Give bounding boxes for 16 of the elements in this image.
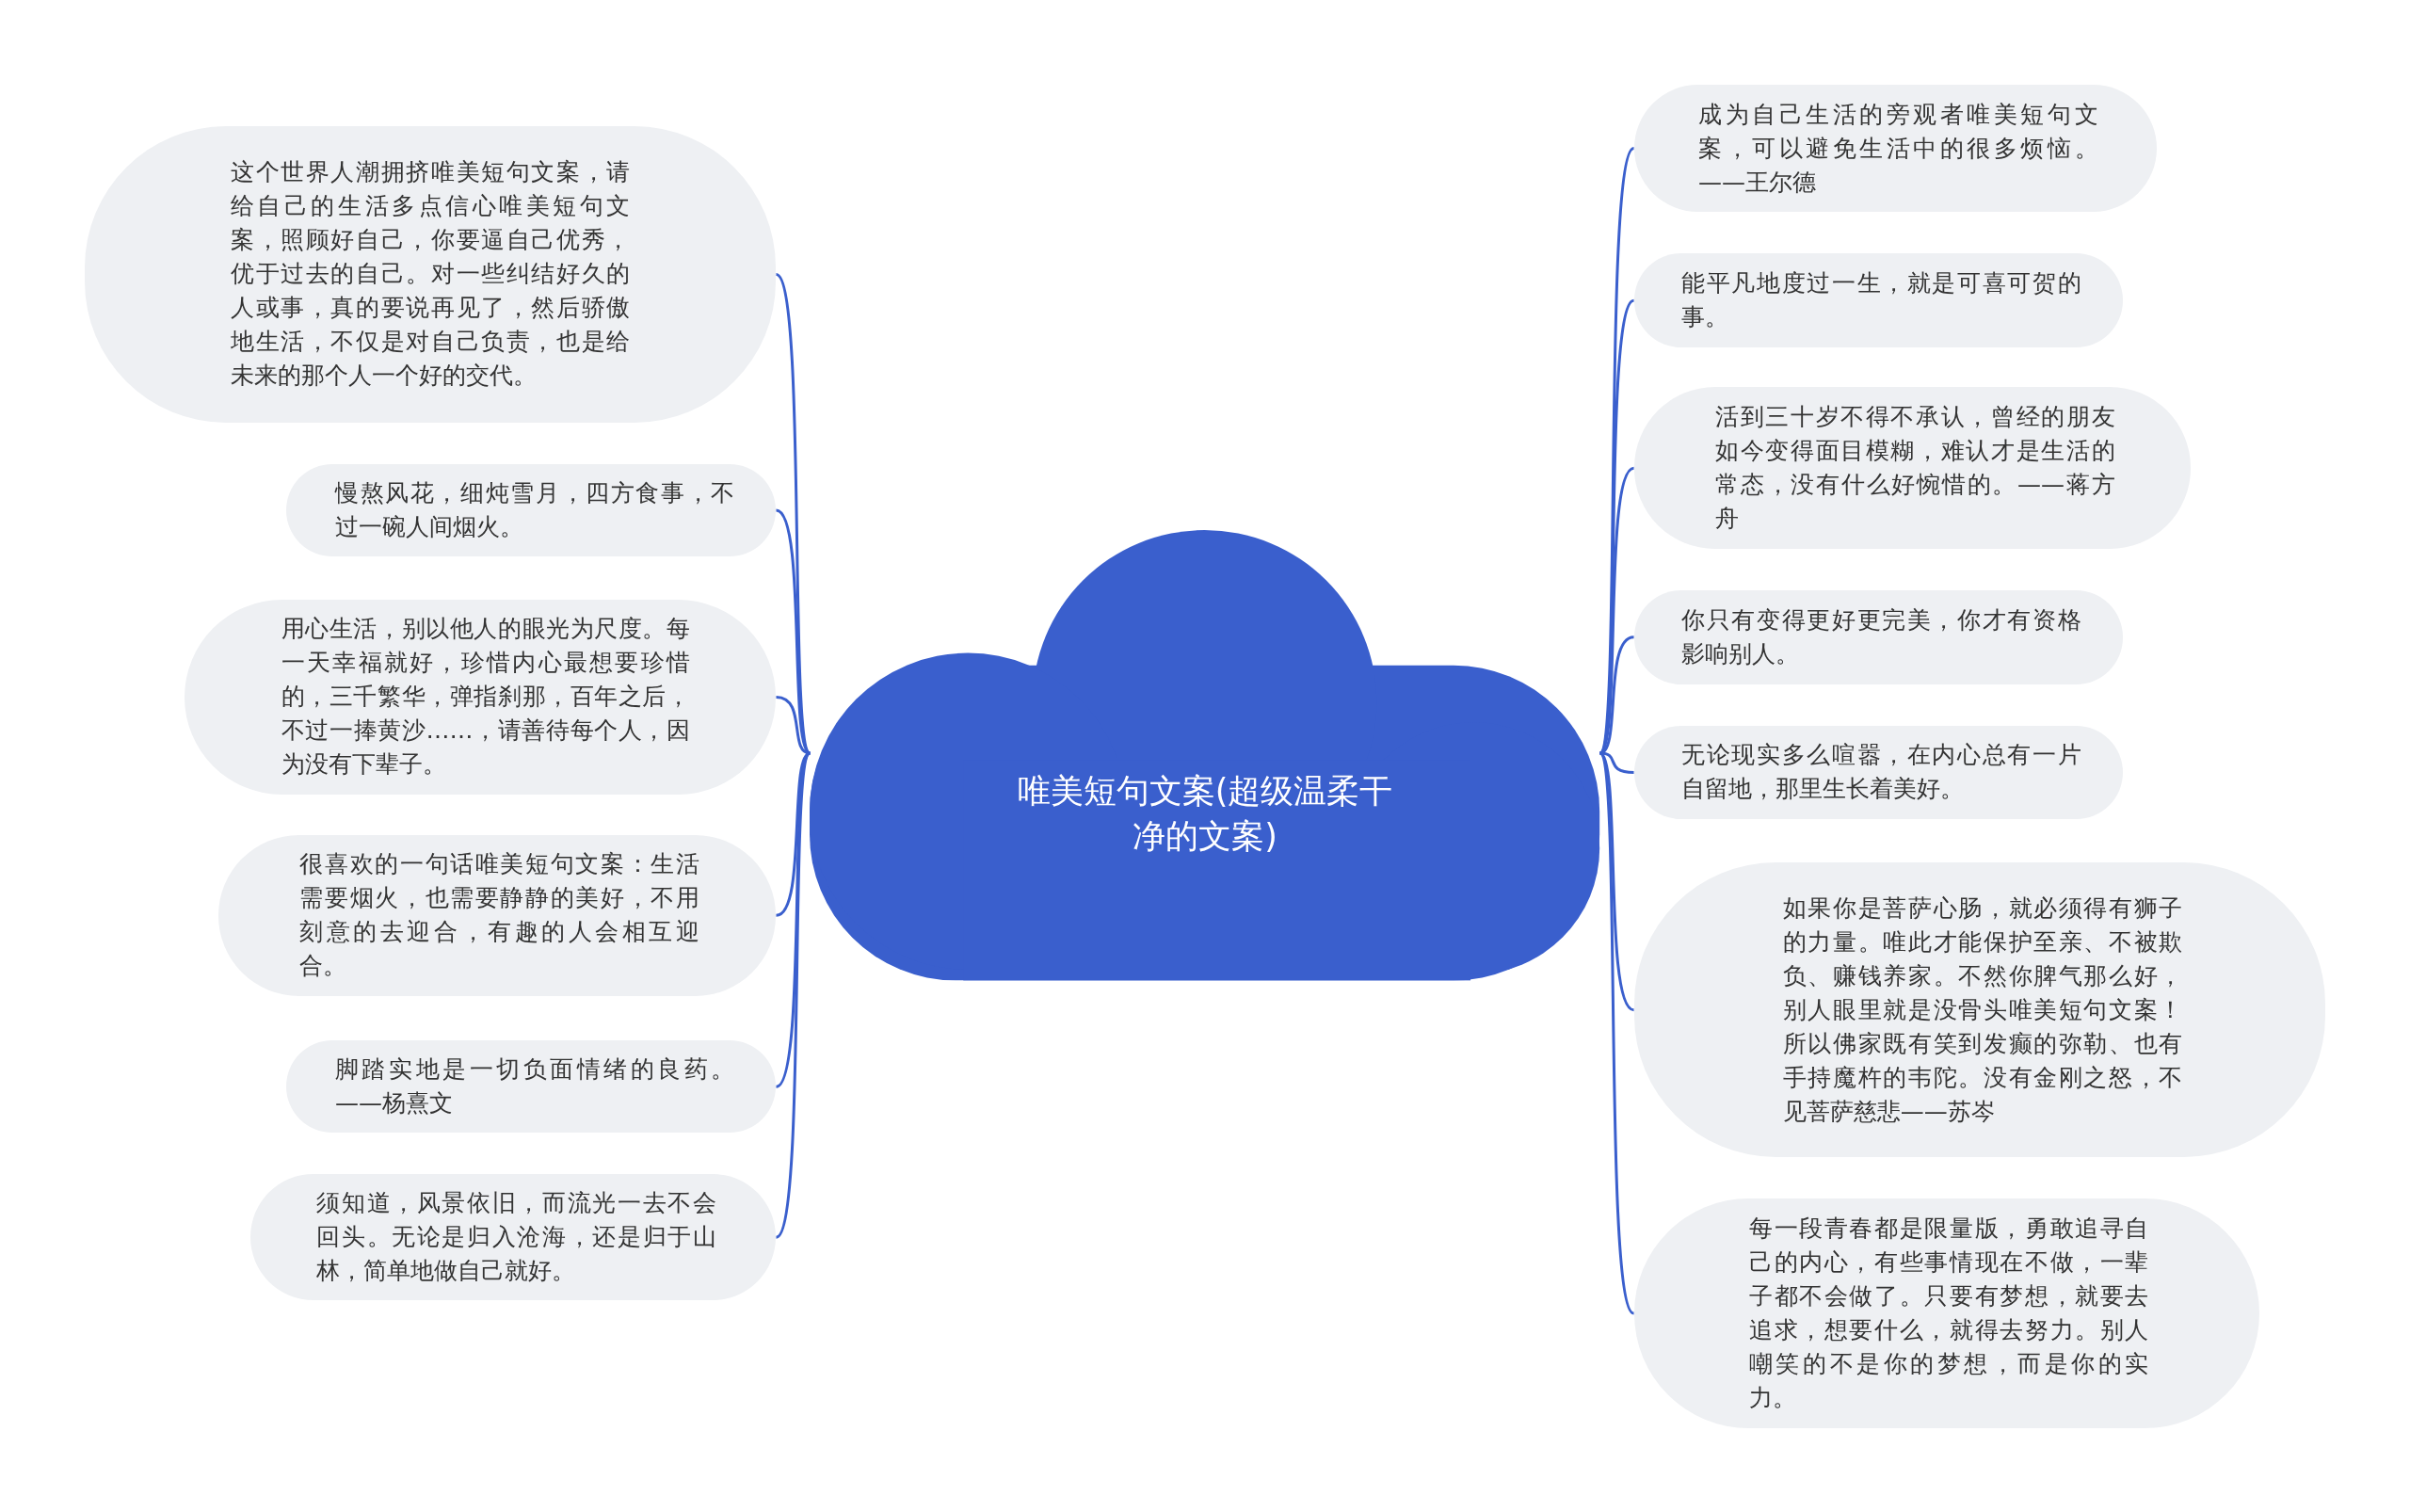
- quote-text: 每一段青春都是限量版，勇敢追寻自己的内心，有些事情现在不做，一辈子都不会做了。只要有梦想，就要去追求，想要什么，就得去努力。别人嘲笑的不是你的梦想，而是你的实力。: [1748, 1214, 2149, 1414]
- connector-line: [1599, 752, 1635, 1314]
- quote-text: 很喜欢的一句话唯美短句文案：生活需要烟火，也需要静静的美好，不用刻意的去迎合，有趣的人会相互迎合。: [299, 849, 699, 982]
- central-topic: 唯美短句文案(超级温柔干净的文案): [1016, 771, 1394, 858]
- quote-text: 如果你是菩萨心肠，就必须得有狮子的力量。唯此才能保护至亲、不被欺负、赚钱养家。不然你脾气那么好，别人眼里就是没骨头唯美短句文案！所以佛家既有笑到发癫的弥勒、也有手持魔杵的韦陀。没有金刚之怒，不见菩萨慈悲——苏岑: [1782, 893, 2183, 1127]
- quote-text: 活到三十岁不得不承认，曾经的朋友如今变得面目模糊，难认才是生活的常态，没有什么好惋惜的。——蒋方舟: [1715, 402, 2115, 535]
- quote-text: 你只有变得更好更完美，你才有资格影响别人。: [1681, 604, 2081, 669]
- quote-text: 无论现实多么喧嚣，在内心总有一片自留地，那里生长着美好。: [1681, 740, 2081, 805]
- connector-line: [775, 752, 811, 1239]
- quote-text: 慢熬风花，细炖雪月，四方食事，不过一碗人间烟火。: [334, 478, 735, 542]
- quote-text: 须知道，风景依旧，而流光一去不会回头。无论是归入沧海，还是归于山林，简单地做自己就好。: [316, 1188, 716, 1287]
- quote-text: 这个世界人潮拥挤唯美短句文案，请给自己的生活多点信心唯美短句文案，照顾好自己，你要逼自己优秀，优于过去的自己。对一些纠结好久的人或事，真的要说再见了，然后骄傲地生活，不仅是对自己负责，也是给未来的那个人一个好的交代。: [230, 157, 631, 392]
- quote-text: 脚踏实地是一切负面情绪的良药。——杨熹文: [334, 1054, 735, 1119]
- quote-text: 能平凡地度过一生，就是可喜可贺的事。: [1681, 268, 2081, 333]
- quote-text: 用心生活，别以他人的眼光为尺度。每一天幸福就好，珍惜内心最想要珍惜的，三千繁华，弹指刹那，百年之后，不过一捧黄沙……，请善待每个人，因为没有下辈子。: [281, 614, 691, 780]
- quote-text: 成为自己生活的旁观者唯美短句文案，可以避免生活中的很多烦恼。——王尔德: [1698, 99, 2098, 198]
